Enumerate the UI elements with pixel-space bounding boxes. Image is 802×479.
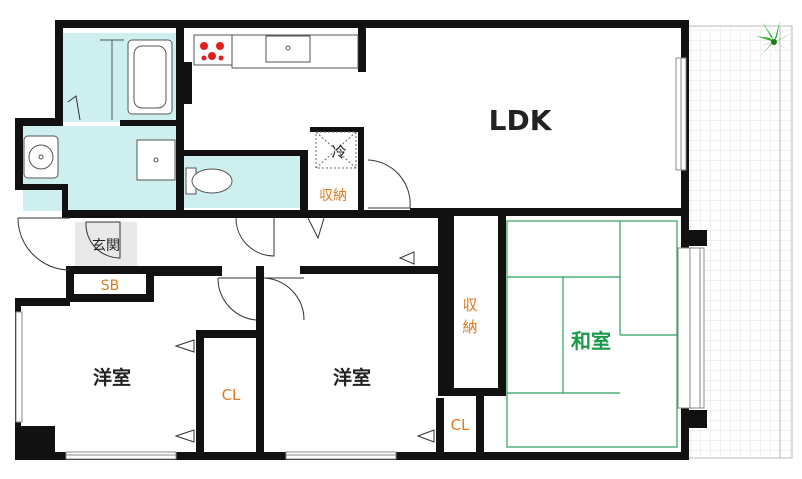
washbasin-icon [23, 135, 59, 179]
yoshitsu-right-label: 洋室 [333, 366, 371, 389]
closet-right-label: CL [451, 416, 470, 434]
fridge-icon [315, 131, 357, 169]
storage-kitchen-label: 収納 [319, 188, 347, 204]
sink-icon [231, 34, 359, 69]
genkan-floor [75, 222, 137, 268]
washitsu-tatami [506, 220, 678, 448]
windows [15, 57, 705, 460]
plant-icon [754, 20, 794, 60]
doors [17, 95, 435, 443]
sb-label: SB [101, 278, 120, 294]
washitsu-label: 和室 [571, 329, 611, 353]
yoshitsu-left-label: 洋室 [93, 366, 131, 389]
ldk-label: LDK [489, 104, 553, 137]
storage-vertical-label-2: 納 [462, 318, 477, 336]
stove-icon [193, 34, 233, 66]
toilet-icon [185, 167, 233, 195]
bathtub-icon [100, 39, 173, 120]
storage-vertical-label-1: 収 [462, 296, 477, 314]
closet-left-label: CL [222, 386, 241, 404]
genkan-label: 玄関 [92, 237, 120, 254]
fridge-label: 冷 [331, 143, 346, 161]
washing-pan-icon [136, 139, 176, 181]
